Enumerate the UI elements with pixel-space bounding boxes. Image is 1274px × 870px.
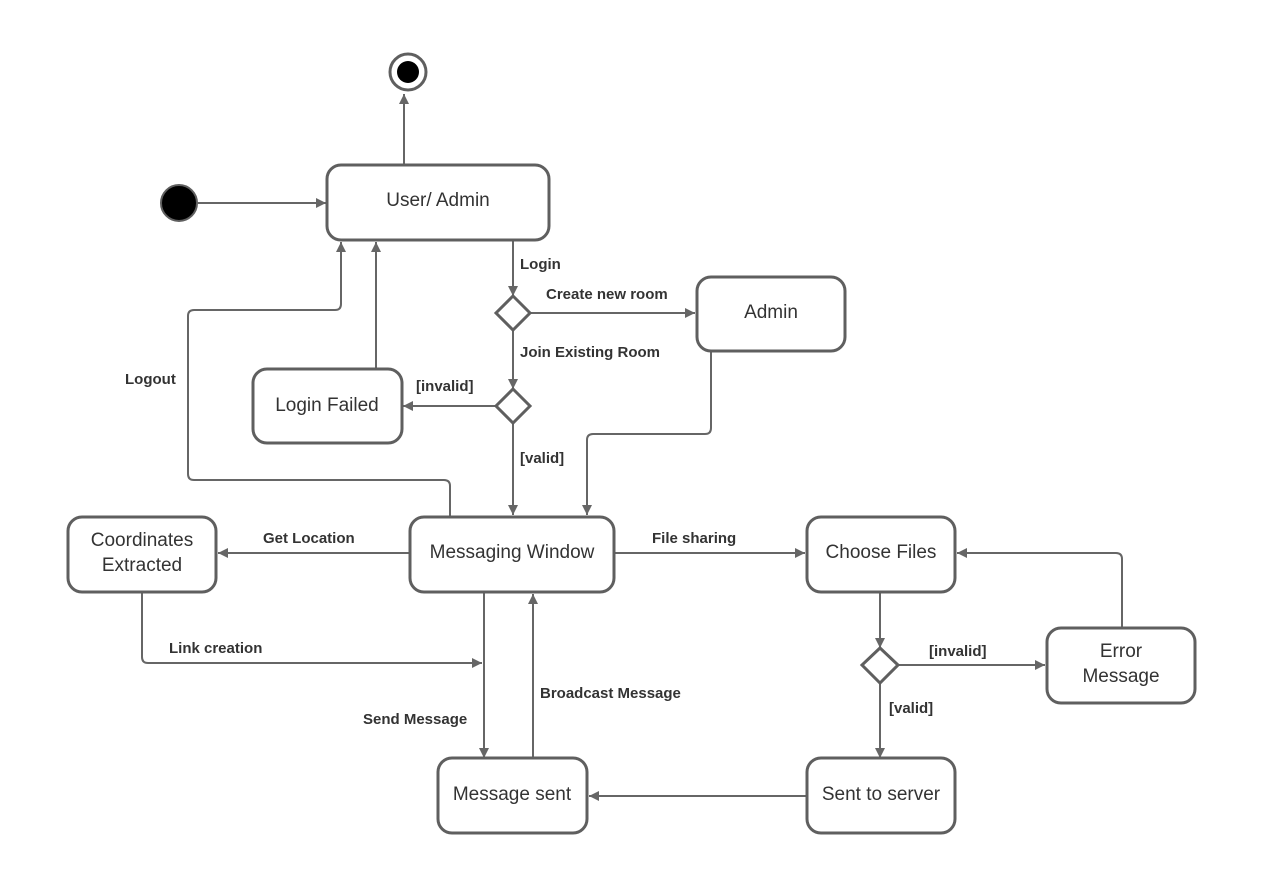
initial-node xyxy=(160,184,198,222)
edge-admin-to-messaging xyxy=(582,352,712,515)
state-error-message: Error Message xyxy=(1045,626,1197,705)
final-node xyxy=(388,52,428,92)
decision-validate-file xyxy=(859,645,901,686)
state-choose-files-label: Choose Files xyxy=(826,542,937,563)
label-link-creation: Link creation xyxy=(169,640,262,657)
state-coordinates-extracted: Coordinates Extracted xyxy=(66,515,218,594)
label-valid-file: [valid] xyxy=(889,700,933,717)
state-login-failed-label: Login Failed xyxy=(275,395,379,416)
state-message-sent: Message sent xyxy=(436,756,589,835)
edge-link-creation xyxy=(141,592,482,668)
state-message-sent-label: Message sent xyxy=(453,784,572,805)
decision-login xyxy=(493,293,533,333)
label-logout: Logout xyxy=(125,371,176,388)
state-sent-to-server-label: Sent to server xyxy=(822,784,941,805)
state-choose-files: Choose Files xyxy=(805,515,957,594)
edge-error-to-files xyxy=(957,548,1123,628)
state-admin-label: Admin xyxy=(744,302,798,323)
state-messaging-window: Messaging Window xyxy=(408,515,616,594)
state-user-admin: User/ Admin xyxy=(325,163,551,242)
label-broadcast-message: Broadcast Message xyxy=(540,685,681,702)
label-valid-login: [valid] xyxy=(520,450,564,467)
decision-validate-login xyxy=(493,386,533,426)
edges xyxy=(141,94,1123,801)
state-admin: Admin xyxy=(695,275,847,353)
state-login-failed: Login Failed xyxy=(251,367,404,445)
label-get-location: Get Location xyxy=(263,530,355,547)
label-file-sharing: File sharing xyxy=(652,530,736,547)
label-create-new-room: Create new room xyxy=(546,286,668,303)
state-sent-to-server: Sent to server xyxy=(805,756,957,835)
state-coordinates-label-line1: Coordinates xyxy=(91,530,193,551)
state-error-label-line1: Error xyxy=(1100,641,1143,662)
edge-logout xyxy=(187,242,451,516)
label-invalid-login: [invalid] xyxy=(416,378,474,395)
label-invalid-file: [invalid] xyxy=(929,643,987,660)
label-send-message: Send Message xyxy=(363,711,467,728)
state-messaging-window-label: Messaging Window xyxy=(430,542,595,563)
state-coordinates-label-line2: Extracted xyxy=(102,555,182,576)
label-join-existing-room: Join Existing Room xyxy=(520,344,660,361)
label-login: Login xyxy=(520,256,561,273)
transition-labels: Login Create new room Join Existing Room… xyxy=(125,256,987,728)
state-user-admin-label: User/ Admin xyxy=(386,190,489,211)
state-error-label-line2: Message xyxy=(1082,666,1159,687)
